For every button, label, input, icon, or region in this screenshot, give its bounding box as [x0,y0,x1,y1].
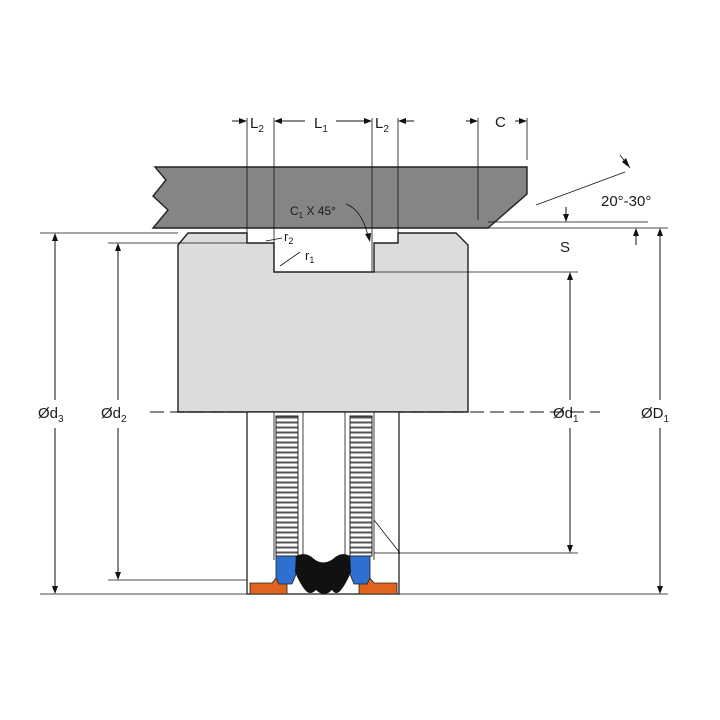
label-D1: ØD1 [641,405,670,425]
label-r2: r2 [284,229,293,246]
label-s: S [560,239,570,256]
dimension-s [488,207,648,245]
cylinder-body [177,232,469,413]
dimension-angle [535,154,631,206]
label-l2-left: L2 [250,115,264,135]
dimension-d2 [108,242,247,581]
rod-section [246,411,400,595]
label-chamfer: C1 X 45° [290,204,336,220]
label-r1: r1 [305,248,314,265]
leader-lines [265,203,371,267]
label-d3: Ød3 [38,405,64,425]
dimension-d3 [40,232,247,595]
seal-black-lip [295,554,351,594]
seal-blue-left [275,555,298,585]
label-l1: L1 [314,115,328,135]
dimension-D1 [399,227,668,595]
seal-blue-right [348,555,371,585]
dimension-d1 [373,271,578,554]
label-d1: Ød1 [553,405,579,425]
groove-lines [246,118,528,272]
dimension-top [232,118,527,124]
label-c: C [495,114,506,131]
label-angle: 20°-30° [601,193,651,210]
label-l2-right: L2 [375,115,389,135]
housing-top [151,166,528,229]
label-d2: Ød2 [101,405,127,425]
